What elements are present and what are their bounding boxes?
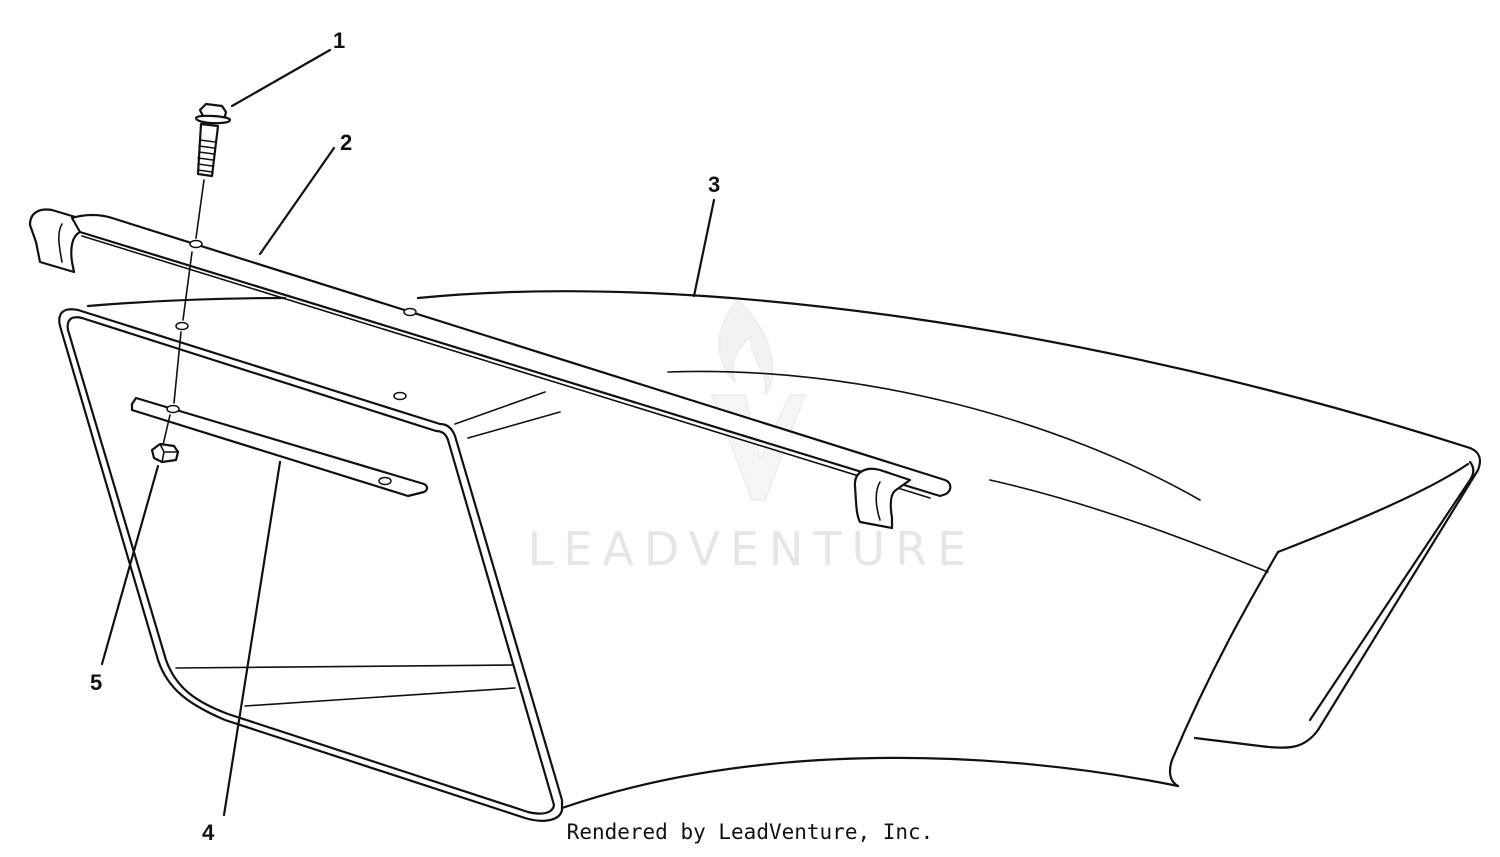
bar-lower-edge [81, 235, 931, 499]
footer-credit: Rendered by LeadVenture, Inc. [566, 820, 934, 844]
leader-4 [222, 460, 282, 817]
nut-face [159, 443, 179, 463]
bag-front-frame [58, 308, 564, 822]
bag-top-edge [86, 296, 287, 308]
leader-3 [692, 198, 716, 298]
align-line-strap-nut [162, 414, 171, 446]
bag-inner-floor-1 [175, 664, 513, 669]
alignment-lines [162, 179, 205, 446]
strap [130, 396, 429, 498]
support-bar [28, 208, 952, 530]
bag-inner-floor-2 [244, 687, 516, 707]
strap-hole-2 [378, 476, 392, 486]
leader-lines [100, 48, 716, 817]
bolt-flange [194, 114, 232, 125]
align-line-bar-bag [182, 251, 193, 321]
strap-body [130, 396, 429, 498]
bag-rear-side [1168, 550, 1280, 788]
bolt-shank [196, 122, 220, 178]
leadventure-logo-icon [710, 298, 807, 501]
nut [150, 442, 180, 464]
bag-side-contour [989, 479, 1269, 573]
bag-hole-2 [393, 391, 407, 401]
callout-1: 1 [333, 28, 345, 53]
callout-4: 4 [202, 820, 215, 845]
grass-bag [58, 290, 1481, 822]
nut-body [150, 442, 180, 464]
strap-edge [131, 409, 409, 497]
bag-rear-frame [1193, 446, 1481, 749]
bolt [194, 102, 232, 178]
bag-front-frame-inner [66, 316, 556, 815]
align-line-bag-strap [173, 331, 182, 404]
bar-body [70, 213, 952, 498]
callout-3: 3 [708, 172, 720, 197]
strap-hole-1 [166, 404, 180, 414]
leader-5 [100, 464, 160, 666]
bag-inner-line-1 [454, 391, 546, 425]
bolt-threads [197, 139, 216, 173]
bag-rear-edge [1276, 462, 1470, 554]
bar-left-hook-inner [58, 223, 63, 263]
bar-right-hook-inner [875, 481, 881, 521]
bag-bottom-curve [560, 756, 1180, 810]
bar-right-hook [853, 467, 912, 530]
align-line-bolt-bar [195, 179, 205, 239]
leader-2 [258, 146, 336, 256]
bag-inner-line-2 [467, 411, 561, 439]
bag-top-contour [667, 370, 1201, 501]
bar-hole-1 [189, 239, 203, 249]
watermark-text: LEADVENTURE [528, 522, 977, 576]
bar-hole-2 [403, 307, 417, 317]
callout-numbers: 1 2 3 4 5 [90, 28, 720, 845]
callout-5: 5 [90, 670, 102, 695]
bag-rear-inner [1308, 460, 1475, 722]
bag-top-curve [416, 290, 1472, 450]
bag-hole-1 [175, 321, 189, 331]
leader-1 [230, 48, 332, 108]
callout-2: 2 [340, 130, 352, 155]
